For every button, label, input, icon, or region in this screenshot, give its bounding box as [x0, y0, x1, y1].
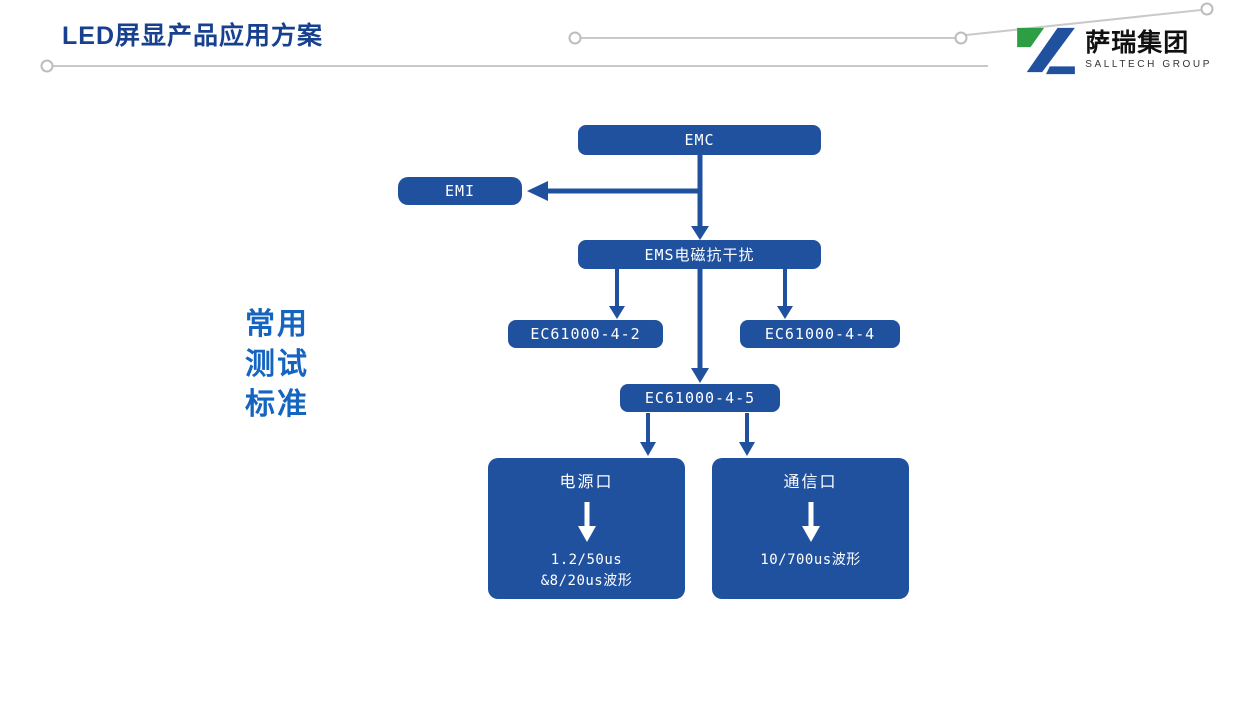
decorative-circle-right [954, 31, 968, 45]
connector-ec45-to-comm-port [739, 413, 755, 456]
comm-port-waveform-line1: 10/700us波形 [760, 552, 861, 568]
connector-emc-to-emi [527, 181, 699, 201]
connector-ems-to-ec44 [777, 269, 793, 319]
node-comm-port: 通信口 10/700us波形 [712, 458, 909, 599]
logo-green-shape [1017, 27, 1045, 48]
node-power-port: 电源口 1.2/50us &8/20us波形 [488, 458, 685, 599]
company-logo: 萨瑞集团 SALLTECH GROUP [1015, 24, 1212, 76]
power-port-waveform-line1: 1.2/50us [550, 552, 623, 568]
connector-ec45-to-power-port [640, 413, 656, 456]
decorative-circle-corner [1200, 2, 1214, 16]
node-ems: EMS电磁抗干扰 [578, 240, 821, 269]
side-label: 常用 测试 标准 [245, 308, 309, 421]
node-emi: EMI [398, 177, 522, 205]
comm-port-waveform-text: 10/700us波形 [760, 550, 860, 571]
comm-port-title: 通信口 [783, 472, 838, 491]
logo-blue-bar [1046, 66, 1076, 75]
connector-ems-to-ec42 [609, 269, 625, 319]
logo-company-name: 萨瑞集团 [1085, 28, 1190, 57]
logo-company-subtitle: SALLTECH GROUP [1085, 59, 1212, 71]
connector-emc-to-ems [691, 155, 709, 240]
node-ec61000-4-5: EC61000-4-5 [620, 384, 780, 412]
power-port-waveform-line2: &8/20us波形 [540, 573, 633, 589]
down-arrow-icon [801, 502, 820, 542]
decorative-connector-lines [40, 2, 1214, 73]
power-port-waveform-text: 1.2/50us &8/20us波形 [541, 550, 633, 592]
connector-ems-to-ec45 [691, 269, 709, 383]
down-arrow-icon [577, 502, 596, 542]
logo-text-block: 萨瑞集团 SALLTECH GROUP [1085, 28, 1212, 71]
side-label-line-3: 标准 [245, 388, 309, 421]
decorative-line-diagonal [965, 9, 1202, 36]
node-ec61000-4-4: EC61000-4-4 [740, 320, 900, 348]
side-label-line-2: 测试 [245, 348, 309, 381]
page-title: LED屏显产品应用方案 [62, 22, 324, 50]
logo-blue-diagonal [1026, 27, 1076, 73]
decorative-circle-left [40, 59, 54, 73]
power-port-title: 电源口 [559, 472, 614, 491]
node-ec61000-4-2: EC61000-4-2 [508, 320, 663, 348]
salltech-logo-icon [1017, 27, 1076, 75]
node-emc: EMC [578, 125, 821, 155]
decorative-circle-mid [568, 31, 582, 45]
side-label-line-1: 常用 [245, 308, 309, 341]
